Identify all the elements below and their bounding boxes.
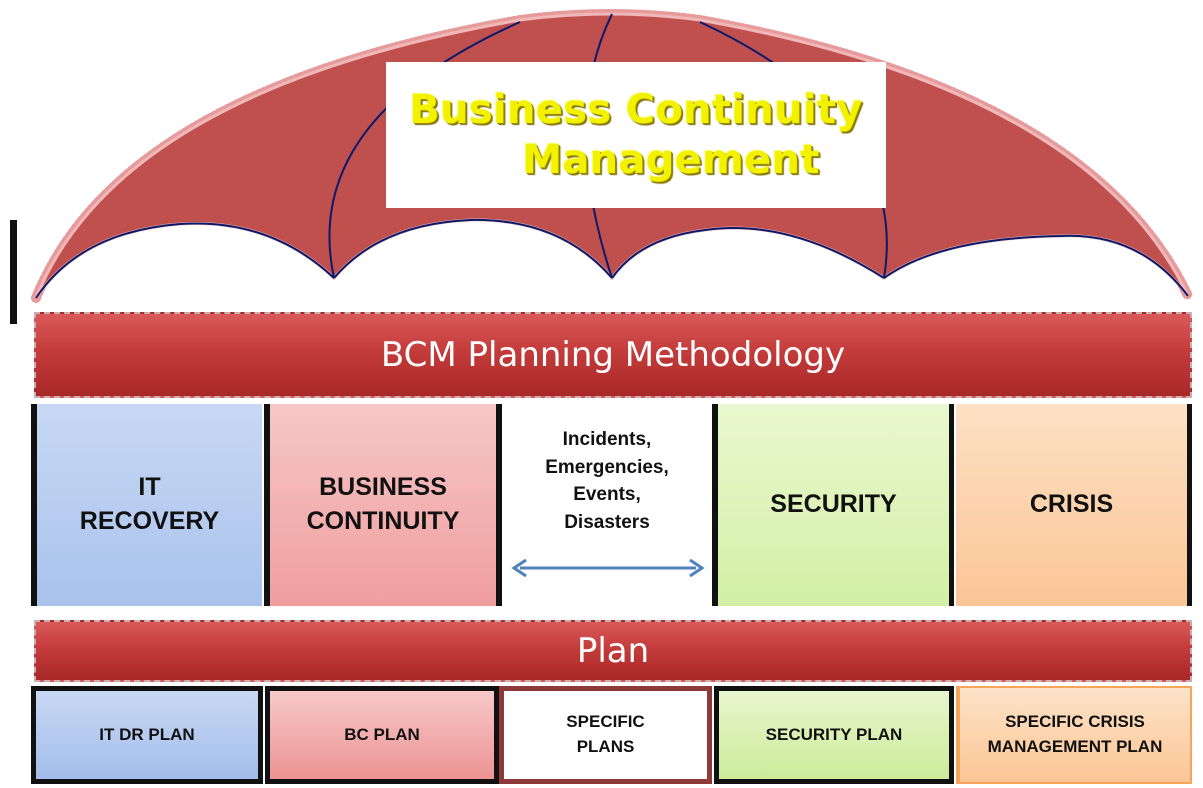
- incidents-text: Emergencies,: [545, 456, 669, 478]
- methodology-label: BCM Planning Methodology: [380, 335, 846, 375]
- incidents-text: Events,: [573, 484, 641, 506]
- area-label: SECURITY: [770, 490, 897, 519]
- area-label: BUSINESS: [319, 473, 447, 502]
- plan-label: IT DR PLAN: [99, 724, 195, 744]
- left-marker-bar: [10, 220, 17, 324]
- plan-label: SPECIFIC CRISIS: [1005, 712, 1145, 732]
- area-label: CRISIS: [1029, 490, 1114, 519]
- double-headed-arrow-icon: [511, 558, 705, 578]
- plan-bc: BC PLAN: [265, 686, 499, 784]
- title-line-1: Business Continuity: [409, 87, 863, 133]
- plan-label: BC PLAN: [344, 724, 420, 744]
- plan-specific: SPECIFIC PLANS: [499, 686, 712, 784]
- area-it-recovery: IT RECOVERY: [31, 404, 262, 606]
- area-label: CONTINUITY: [306, 507, 460, 535]
- area-crisis: CRISIS: [956, 404, 1192, 606]
- plan-band: Plan: [34, 620, 1192, 682]
- plan-security: SECURITY PLAN: [714, 686, 954, 784]
- incidents-text: Disasters: [564, 511, 650, 533]
- area-label: IT: [138, 473, 161, 502]
- methodology-band: BCM Planning Methodology: [34, 312, 1192, 398]
- incidents-column: Incidents, Emergencies, Events, Disaster…: [502, 404, 712, 606]
- plan-label: MANAGEMENT PLAN: [987, 737, 1163, 756]
- area-label: RECOVERY: [79, 507, 220, 535]
- area-security: SECURITY: [712, 404, 954, 606]
- incidents-text: Incidents,: [562, 429, 652, 450]
- plan-label: Plan: [576, 631, 650, 671]
- umbrella-rib: [328, 21, 521, 279]
- plan-specific-crisis: SPECIFIC CRISIS MANAGEMENT PLAN: [956, 686, 1192, 784]
- plan-label: SECURITY PLAN: [765, 724, 903, 744]
- title-box: Business Continuity Management: [386, 62, 886, 208]
- plan-label: SPECIFIC: [566, 712, 645, 732]
- title-line-2: Management: [522, 137, 820, 183]
- area-business-continuity: BUSINESS CONTINUITY: [264, 404, 502, 606]
- plan-it-dr: IT DR PLAN: [31, 686, 263, 784]
- plan-label: PLANS: [576, 737, 635, 756]
